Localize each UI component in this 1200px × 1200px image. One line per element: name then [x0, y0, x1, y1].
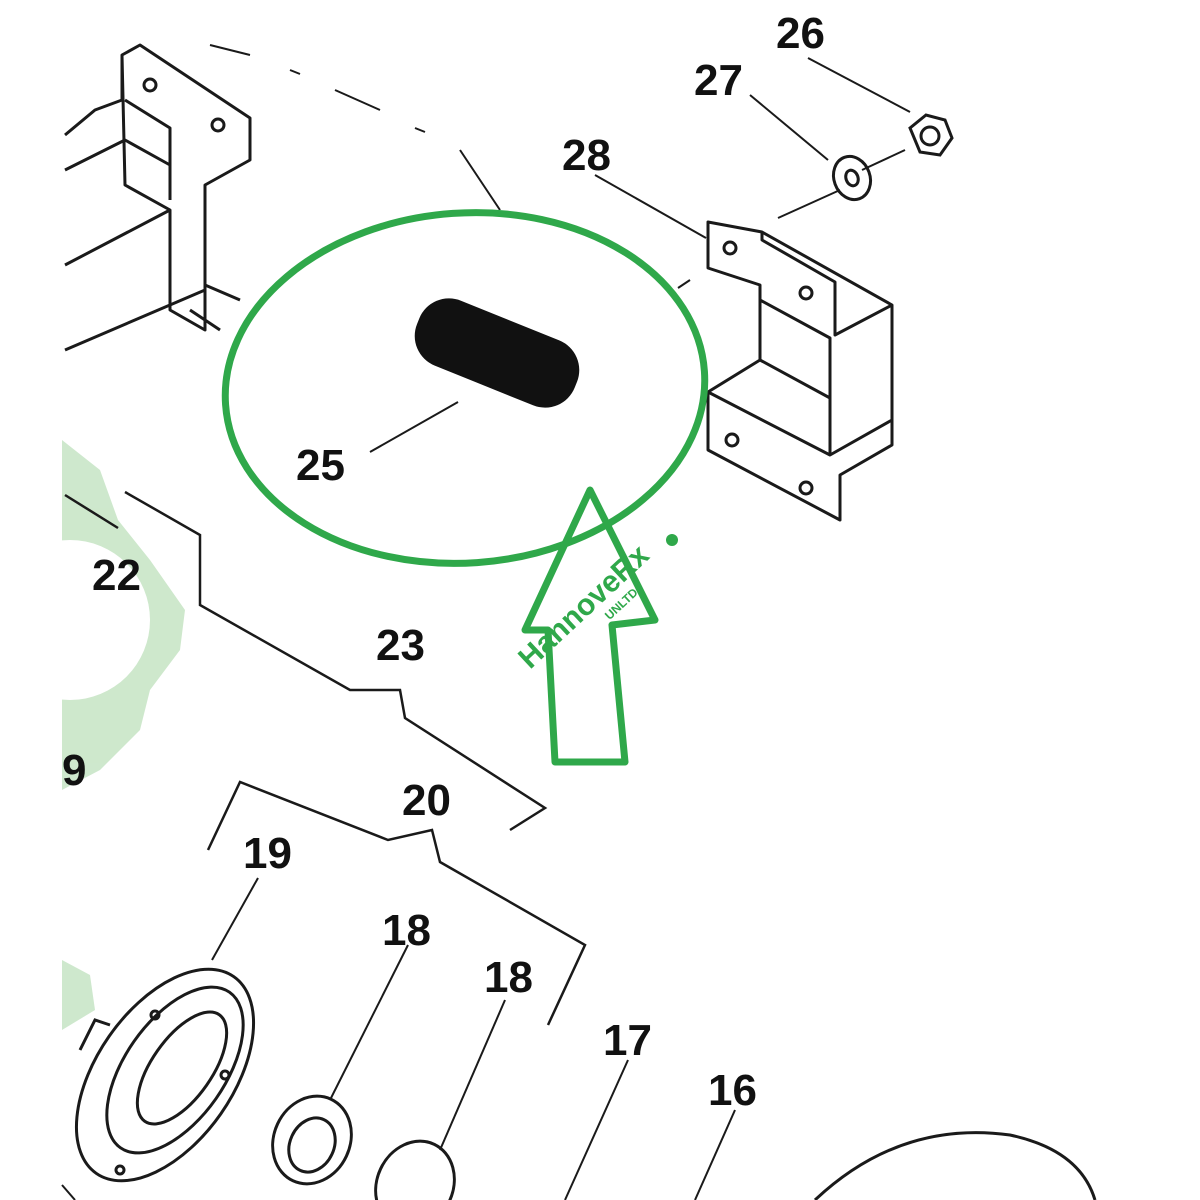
- callout-20: 20: [402, 776, 451, 825]
- callout-16: 16: [708, 1066, 757, 1115]
- left-mounting-bracket: [64, 43, 252, 352]
- pulley-part-16: [813, 1131, 1097, 1200]
- pointer-arrow-icon: [521, 486, 659, 766]
- bearing-part-18b: [374, 1139, 456, 1200]
- callout-26: 26: [776, 9, 825, 58]
- callout-19: 19: [243, 829, 292, 878]
- callout-9: 9: [62, 746, 86, 795]
- callout-28: 28: [562, 131, 611, 180]
- seal-part-19: [74, 967, 256, 1183]
- callout-25: 25: [296, 441, 345, 490]
- bearing-part-18a: [271, 1094, 353, 1186]
- key-part: [414, 298, 580, 408]
- nut-part: [908, 113, 954, 157]
- right-mounting-bracket: [706, 220, 894, 522]
- watermark-gear-icon: [0, 440, 185, 1030]
- callout-23: 23: [376, 621, 425, 670]
- callout-17: 17: [603, 1016, 652, 1065]
- callout-22: 22: [92, 551, 141, 600]
- group-brackets: [64, 490, 587, 1026]
- gear-icon: [666, 534, 678, 546]
- callout-27: 27: [694, 56, 743, 105]
- lower-leader-lines: [61, 877, 736, 1200]
- alignment-line: [209, 44, 501, 211]
- highlight-ellipse: [221, 209, 709, 567]
- leader-lines: [369, 57, 911, 453]
- callout-18-b: 18: [484, 953, 533, 1002]
- callout-18-a: 18: [382, 906, 431, 955]
- washer-part: [831, 154, 873, 202]
